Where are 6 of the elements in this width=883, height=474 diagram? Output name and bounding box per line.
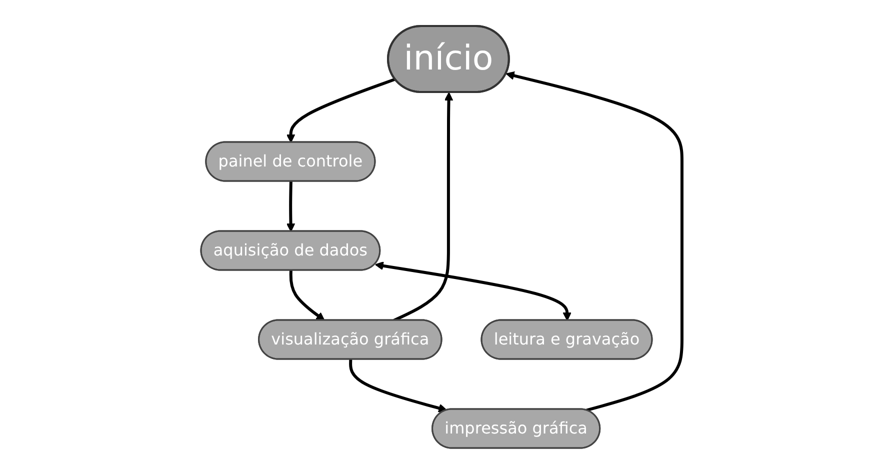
arrow [506,71,684,412]
arrow [286,181,296,232]
arrow [289,270,325,321]
arrow [286,78,396,143]
arrow [374,261,572,321]
arrow [349,359,448,412]
